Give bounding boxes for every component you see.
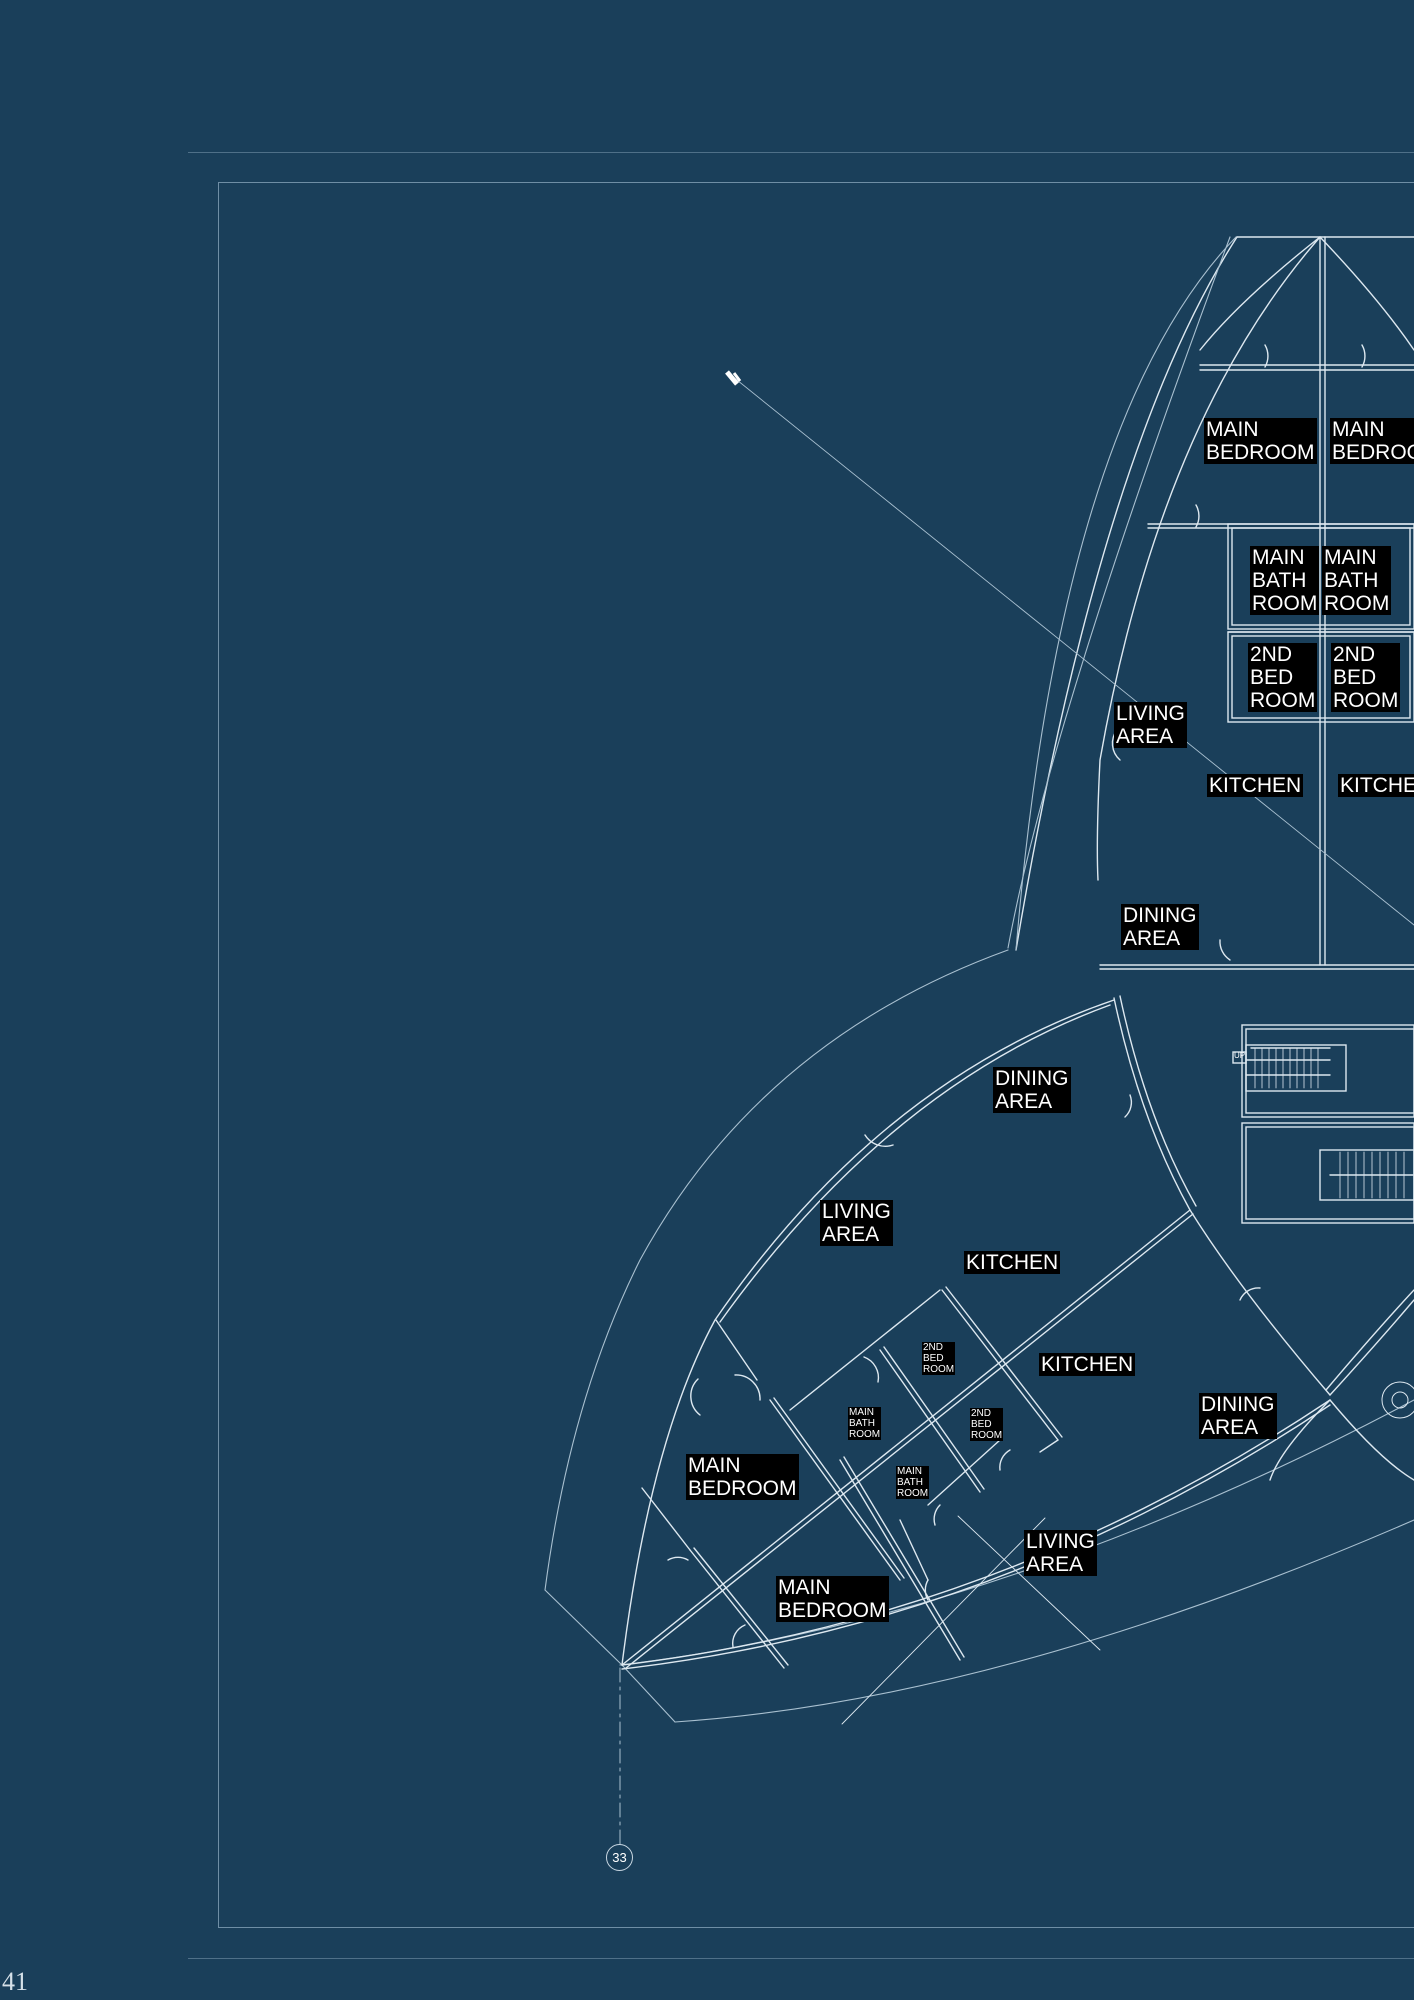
stair-up-label: UP [1234,1051,1246,1060]
room-label-kitchen: KITCHEN [1207,774,1304,797]
room-label-kitchen: KITCHE [1338,774,1414,797]
central-core [1113,995,1414,1481]
room-label-kitchen: KITCHEN [964,1251,1061,1274]
room-label-kitchen: KITCHEN [1039,1353,1136,1376]
page-number: 41 [2,1967,28,1996]
drawing-frame [218,182,1414,1928]
bottom-rule [188,1958,1414,1959]
outer-envelope [544,236,1414,1723]
upper-wing [1015,236,1414,970]
lower-wing [621,999,1331,1725]
grid-marker: 33 [606,1844,633,1871]
top-rule [188,152,1414,153]
